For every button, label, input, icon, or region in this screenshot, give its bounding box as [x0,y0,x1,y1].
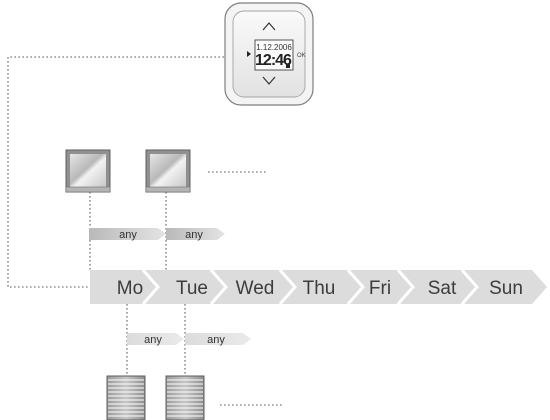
arrow-left-icon[interactable] [247,51,251,57]
day-divider [346,269,366,305]
window-2 [145,149,191,193]
display-indicator [286,64,290,68]
day-band-end-arrow [532,270,550,304]
device-display: 1.12.2006 12:46 [254,39,294,71]
day-mo: Mo [117,278,143,299]
day-divider [396,269,416,305]
roller-shutter-icon [106,375,146,420]
arrow-up-icon[interactable] [262,22,276,31]
day-band-background [90,270,547,304]
ok-button[interactable]: OK [297,53,306,59]
roller-shutter-icon [165,375,205,420]
bottom-tag-1: any [144,334,162,346]
timer-device[interactable]: 1.12.2006 12:46 OK [224,2,314,106]
day-sun: Sun [489,278,523,299]
weekday-band: Mo Tue Wed Thu Fri Sat Sun [90,269,550,305]
top-tag-1: any [119,229,137,241]
bottom-tag-2: any [207,334,225,346]
day-divider [141,269,161,305]
top-tags: any any [89,228,225,241]
window-icon [145,149,191,193]
device-date: 1.12.2006 [256,43,292,52]
day-divider [209,269,229,305]
day-divider [460,269,480,305]
top-tag-2-shape [166,228,225,240]
device-time: 12:46 [255,52,292,69]
day-tue: Tue [176,278,208,299]
top-tag-1-shape [89,228,166,240]
day-sat: Sat [428,278,457,299]
shutter-2 [165,375,205,420]
day-divider [278,269,298,305]
bottom-tags: any any [127,333,251,346]
day-wed: Wed [236,278,275,299]
bottom-tag-2-shape [185,333,251,345]
bottom-tag-1-shape [127,333,184,345]
day-fri: Fri [369,278,391,299]
window-icon [65,149,111,193]
window-1 [65,149,111,193]
day-thu: Thu [303,278,336,299]
device-link-line [7,56,224,288]
top-tag-2: any [185,229,203,241]
arrow-down-icon[interactable] [262,76,276,85]
shutter-1 [106,375,146,420]
